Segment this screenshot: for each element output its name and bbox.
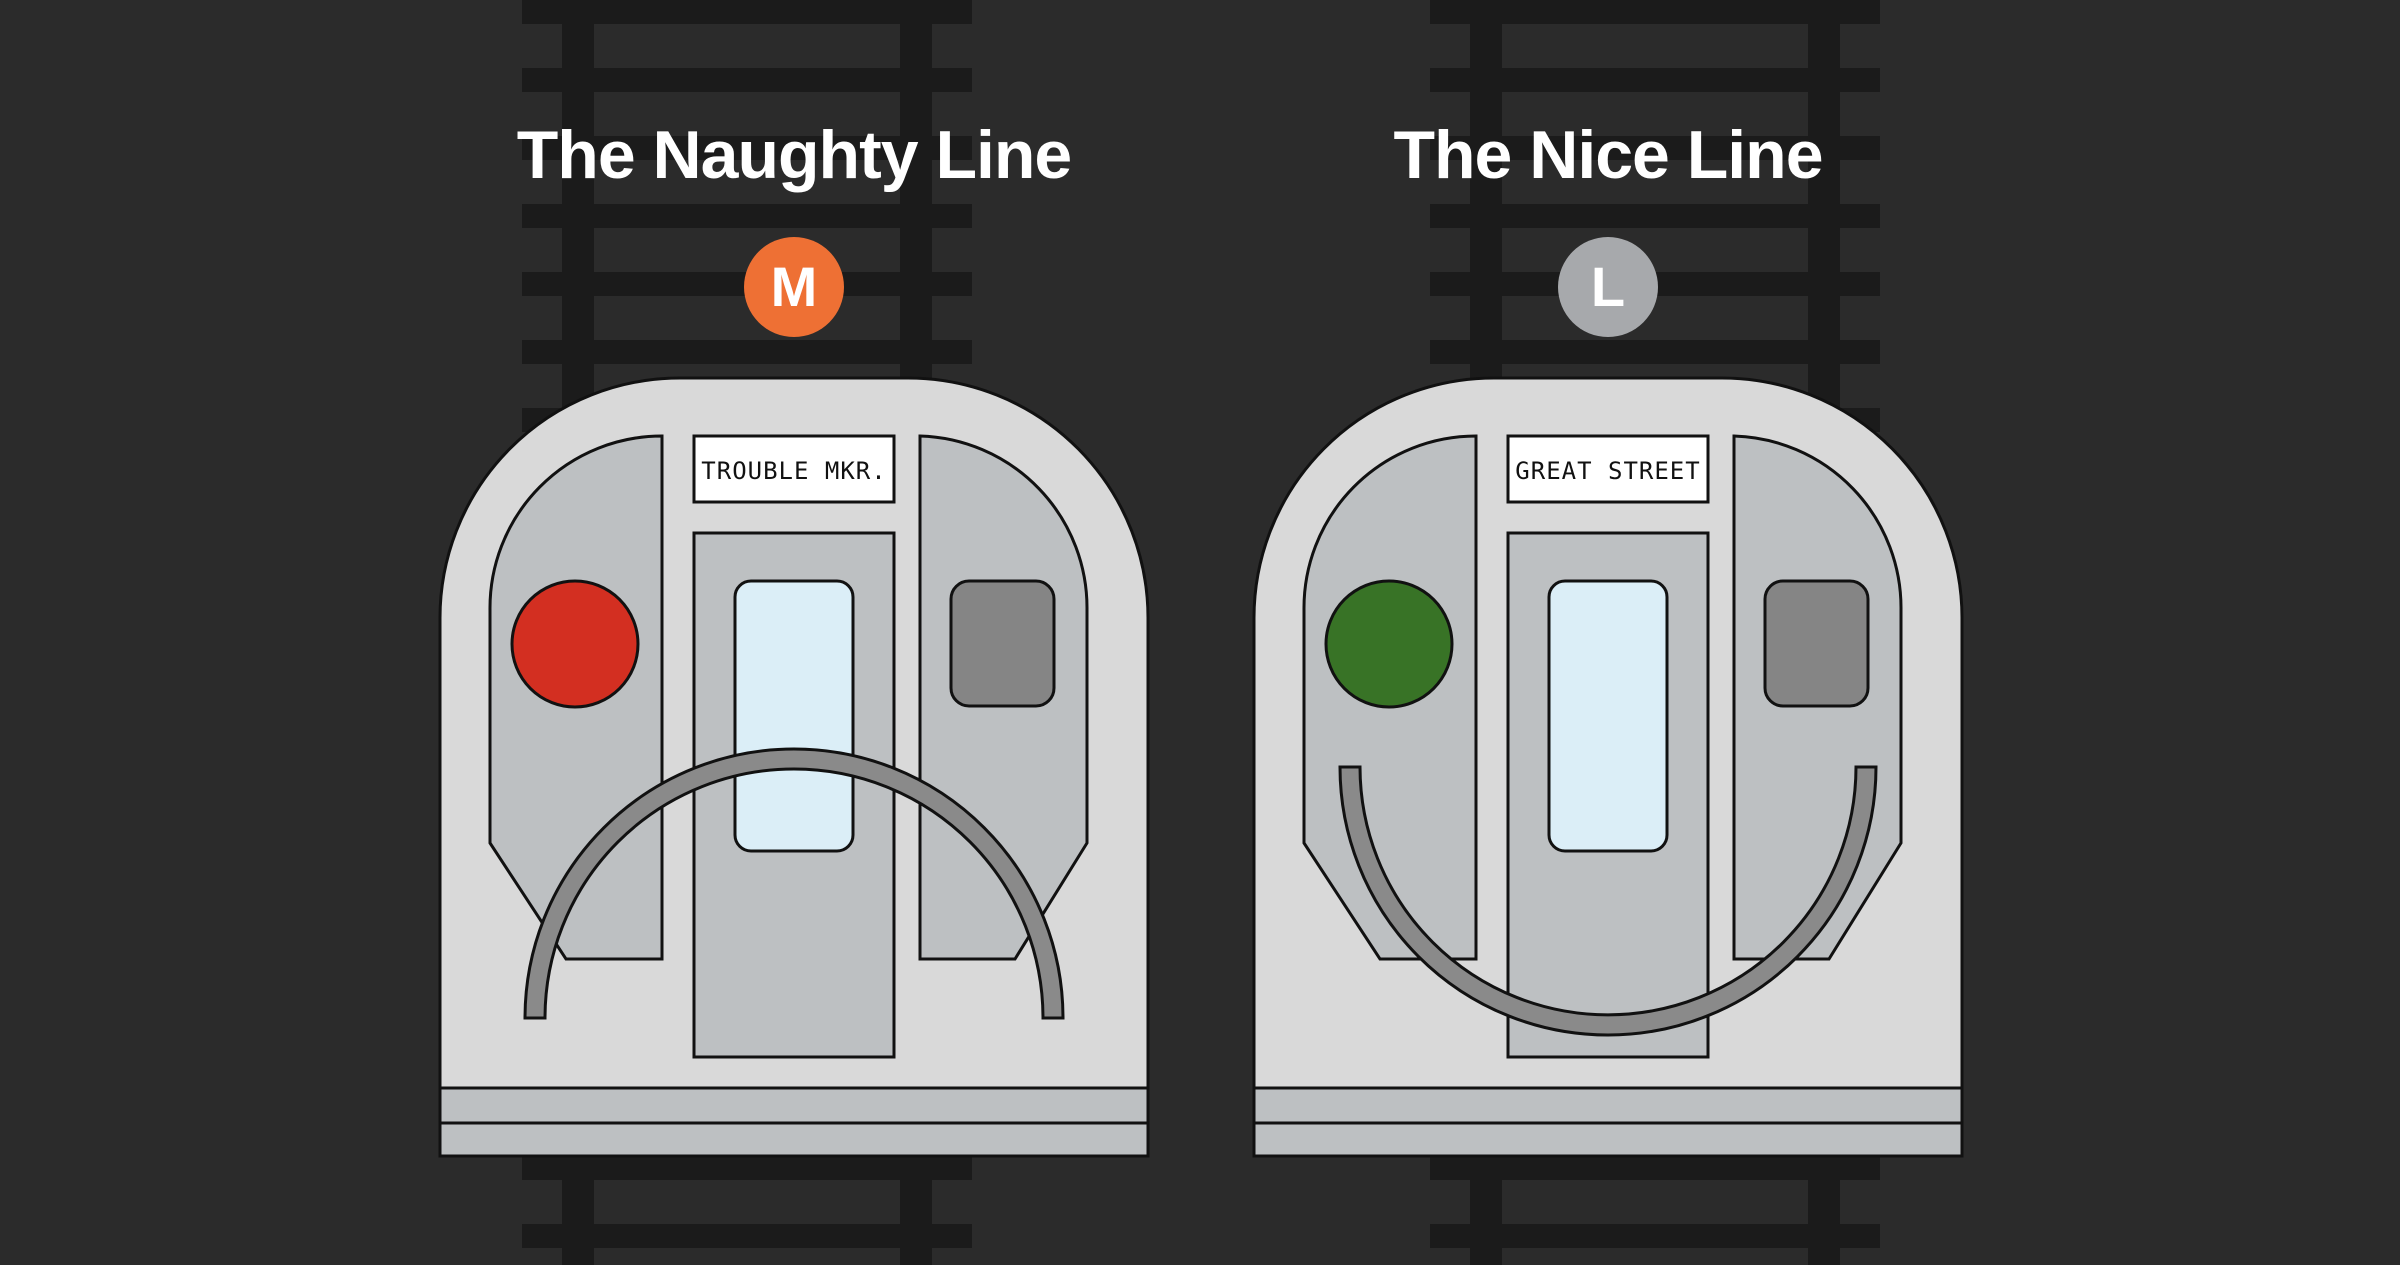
- track-tie: [1430, 340, 1880, 364]
- destination-sign-text: GREAT STREET: [1515, 457, 1700, 485]
- door-window: [733, 579, 855, 853]
- destination-sign: [692, 434, 896, 504]
- left-headlight: [510, 579, 640, 709]
- track-tie: [522, 136, 972, 160]
- line-badge-letter: M: [771, 255, 818, 318]
- track-tie: [1430, 68, 1880, 92]
- left-headlight: [1324, 579, 1454, 709]
- door-window: [1547, 579, 1669, 853]
- track-tie: [1430, 1156, 1880, 1180]
- track-tie: [1430, 1224, 1880, 1248]
- frown-mouth: [523, 747, 1065, 1020]
- line-title: The Nice Line: [1393, 117, 1822, 193]
- track-tie: [522, 68, 972, 92]
- line-badge: [744, 237, 844, 337]
- train-nice-line: The Nice Line L GREAT STREET: [1252, 117, 1964, 1158]
- track-tie: [1430, 204, 1880, 228]
- train-naughty-line: The Naughty Line M TROUBLE MKR.: [438, 117, 1150, 1158]
- bumper-strip-lower: [438, 1121, 1150, 1158]
- destination-sign-text: TROUBLE MKR.: [701, 457, 886, 485]
- right-headlight: [949, 579, 1056, 708]
- bumper-strip: [438, 1086, 1150, 1125]
- track-tie: [1430, 136, 1880, 160]
- track-tie: [1430, 0, 1880, 24]
- smile-mouth: [1338, 765, 1878, 1037]
- track-tie: [522, 204, 972, 228]
- bumper-strip-lower: [1252, 1121, 1964, 1158]
- track-tie: [522, 1156, 972, 1180]
- right-headlight: [1763, 579, 1870, 708]
- destination-sign: [1506, 434, 1710, 504]
- line-title: The Naughty Line: [517, 117, 1071, 193]
- track-tie: [522, 0, 972, 24]
- track-tie: [522, 340, 972, 364]
- line-badge: [1558, 237, 1658, 337]
- track-tie: [522, 1224, 972, 1248]
- line-badge-letter: L: [1591, 255, 1625, 318]
- bumper-strip: [1252, 1086, 1964, 1125]
